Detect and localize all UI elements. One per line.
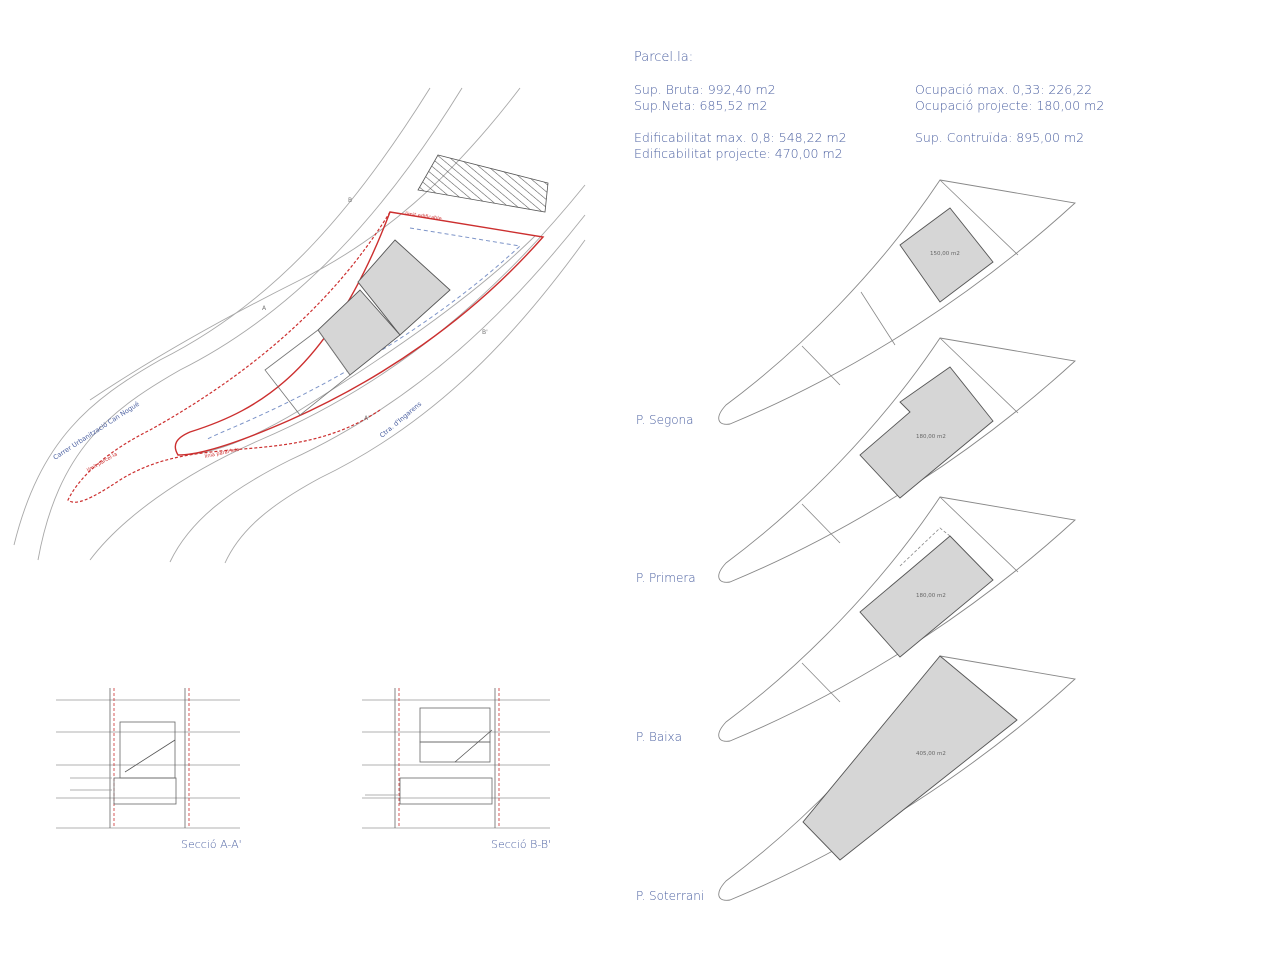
- floor-area-label: 180,00 m2: [916, 593, 946, 599]
- section-b: [362, 688, 550, 829]
- lot-division: [801, 496, 1019, 703]
- floor-area: [859, 535, 994, 658]
- stat-ocupacio-projecte: Ocupació projecte: 180,00 m2: [915, 98, 1105, 113]
- road-line: [13, 87, 431, 546]
- street-label: Carrer Urbanització Can Nogué: [52, 400, 141, 462]
- floor-area-label: 405,00 m2: [916, 751, 946, 757]
- lot-division: [801, 337, 1019, 544]
- stat-sup-neta: Sup.Neta: 685,52 m2: [634, 98, 768, 113]
- stat-edificabilitat-max: Edificabilitat max. 0,8: 548,22 m2: [634, 130, 847, 145]
- section-a: [56, 688, 240, 829]
- floor-plan-primera: 180,00 m2: [718, 337, 1076, 583]
- level-label-segona: P. Segona: [636, 413, 694, 427]
- section-mark: A': [364, 415, 370, 422]
- road-line: [169, 214, 586, 563]
- floor-area: [899, 207, 994, 303]
- setback-line: [205, 227, 522, 441]
- section-mark: A: [262, 305, 267, 312]
- floor-area-label: 180,00 m2: [916, 434, 946, 440]
- section-label-a: Secció A-A': [181, 838, 242, 851]
- floor-area-label: 150,00 m2: [930, 251, 960, 257]
- level-label-baixa: P. Baixa: [636, 730, 682, 744]
- level-label-soterrani: P. Soterrani: [636, 889, 705, 903]
- floor-area: [802, 655, 1018, 861]
- street-label: Ctra. d'Ingarens: [378, 400, 423, 440]
- dashed-overhang: [899, 527, 951, 567]
- hatched-neighbour: [417, 154, 549, 213]
- building-outline: [264, 329, 351, 416]
- floor-plan-soterrani: 405,00 m2: [718, 655, 1076, 901]
- plot-boundary: [174, 211, 545, 456]
- road-line: [224, 239, 586, 564]
- plot-boundary-outer: [67, 211, 391, 503]
- site-plan: [13, 87, 586, 564]
- parcel-title: Parcel.la:: [634, 50, 694, 65]
- section-mark: B': [482, 329, 488, 336]
- floor-area: [859, 366, 994, 499]
- road-line: [37, 87, 463, 561]
- road-line: [89, 184, 586, 561]
- parcel-outline: [718, 337, 1076, 583]
- boundary-label: límit edificable: [405, 210, 442, 222]
- floor-plan-segona: 150,00 m2: [718, 179, 1076, 425]
- stat-sup-bruta: Sup. Bruta: 992,40 m2: [634, 82, 776, 97]
- lot-division: [801, 179, 1019, 386]
- level-label-primera: P. Primera: [636, 571, 696, 585]
- floor-plan-baixa: 180,00 m2: [718, 496, 1076, 742]
- parcel-outline: [718, 496, 1076, 742]
- parcel-outline: [718, 179, 1076, 425]
- section-label-b: Secció B-B': [491, 838, 552, 851]
- boundary-label: límit parcel·la: [86, 451, 119, 474]
- stat-ocupacio-max: Ocupació max. 0,33: 226,22: [915, 82, 1093, 97]
- stat-sup-construida: Sup. Contruïda: 895,00 m2: [915, 130, 1085, 145]
- stat-edificabilitat-projecte: Edificabilitat projecte: 470,00 m2: [634, 146, 843, 161]
- section-mark: B: [348, 197, 352, 204]
